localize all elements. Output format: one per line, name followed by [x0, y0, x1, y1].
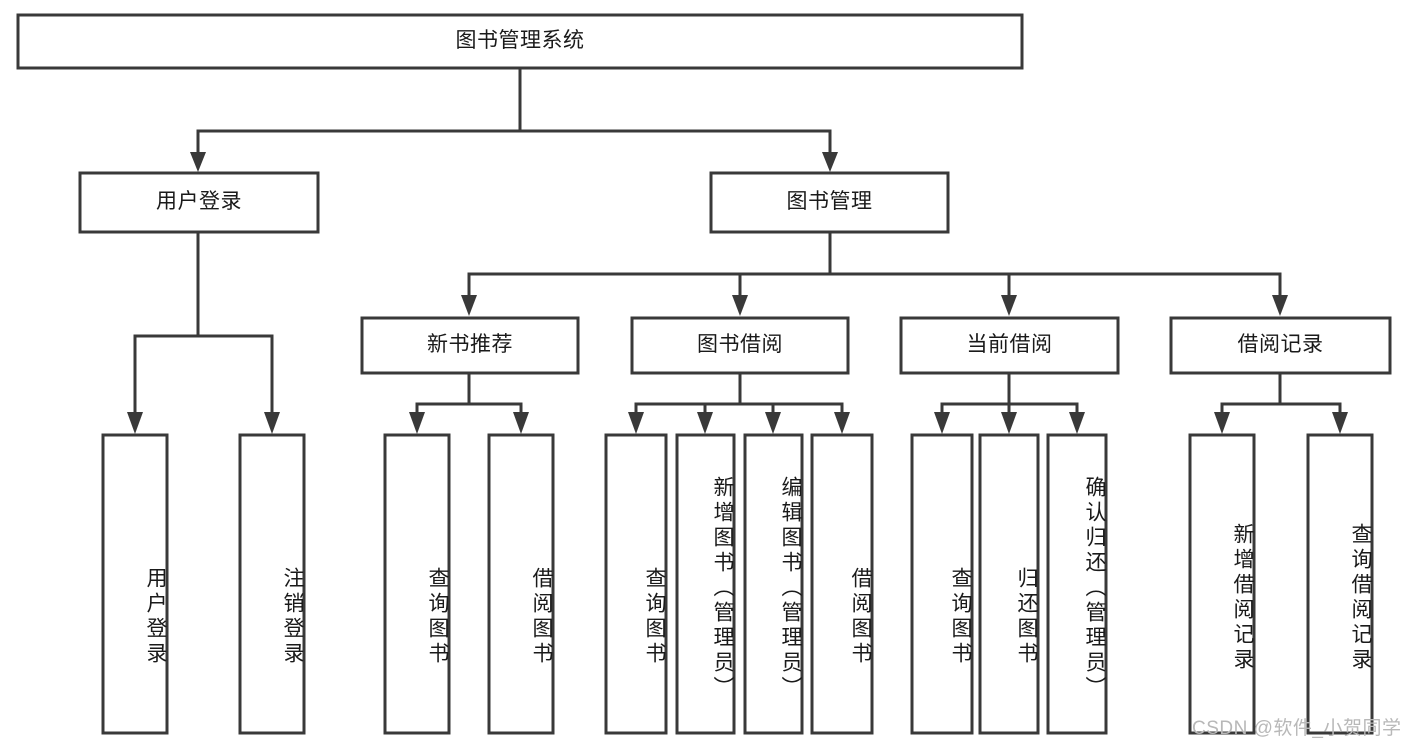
arrowhead-br-leaf1: [1214, 412, 1230, 434]
node-book-borrow-box[interactable]: [630, 316, 850, 375]
arrowhead-nb-leaf1: [409, 412, 425, 434]
leaf-box-nb-query-book[interactable]: [383, 433, 451, 735]
node-book-mgmt-box[interactable]: [709, 171, 950, 234]
leaf-box-br-add-record[interactable]: [1188, 433, 1256, 735]
node-root-box[interactable]: [16, 13, 1024, 70]
csdn-watermark: CSDN @软件_小贺同学: [1192, 718, 1402, 739]
arrowhead-bb-leaf2: [697, 412, 713, 434]
arrowhead-bb-leaf3: [765, 412, 781, 434]
arrowhead-new-book: [461, 295, 477, 316]
leaf-box-cb-query-book[interactable]: [910, 433, 974, 735]
node-borrow-record-box[interactable]: [1169, 316, 1392, 375]
node-user-login-box[interactable]: [78, 171, 320, 234]
leaf-box-bb-edit-book[interactable]: [743, 433, 804, 735]
arrowhead-current-borrow: [1001, 295, 1017, 316]
node-current-borrow-box[interactable]: [899, 316, 1120, 375]
arrowhead-nb-leaf2: [513, 412, 529, 434]
arrowhead-book-mgmt: [822, 152, 838, 172]
arrowhead-bb-leaf1: [628, 412, 644, 434]
leaf-box-bb-add-book[interactable]: [675, 433, 736, 735]
leaf-box-nb-borrow-book[interactable]: [487, 433, 555, 735]
arrowhead-borrow-record: [1272, 295, 1288, 316]
leaf-box-cb-return-book[interactable]: [978, 433, 1040, 735]
leaf-box-bb-borrow-book[interactable]: [810, 433, 874, 735]
node-new-book-box[interactable]: [360, 316, 580, 375]
arrowhead-leaf-user-login: [127, 412, 143, 434]
leaf-box-logout[interactable]: [238, 433, 306, 735]
leaf-box-user-login[interactable]: [101, 433, 169, 735]
leaf-box-br-query-record[interactable]: [1306, 433, 1374, 735]
arrowhead-br-leaf2: [1332, 412, 1348, 434]
arrowhead-user-login: [190, 152, 206, 172]
arrowhead-cb-leaf2: [1001, 412, 1017, 434]
arrowhead-bb-leaf4: [834, 412, 850, 434]
arrowhead-cb-leaf1: [934, 412, 950, 434]
leaf-box-cb-confirm-return[interactable]: [1046, 433, 1108, 735]
arrowhead-cb-leaf3: [1069, 412, 1085, 434]
leaf-box-bb-query-book[interactable]: [604, 433, 668, 735]
arrowhead-book-borrow: [732, 295, 748, 316]
arrowhead-leaf-logout: [264, 412, 280, 434]
